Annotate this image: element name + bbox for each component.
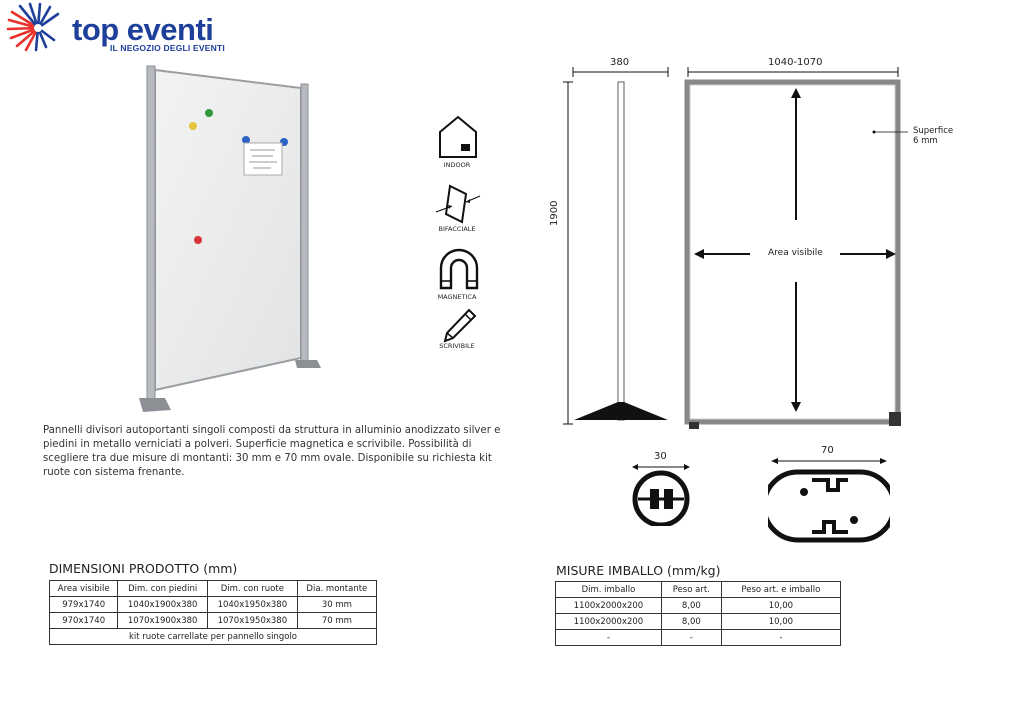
table-cell: 979x1740 — [48, 596, 119, 613]
table-header-cell: Dim. con ruote — [207, 580, 298, 597]
visible-area-label: Area visibile — [768, 248, 823, 258]
product-photo — [139, 65, 321, 412]
packaging-table-title: MISURE IMBALLO (mm/kg) — [556, 563, 721, 578]
table-cell: 1100x2000x200 — [555, 597, 662, 614]
table-header-cell: Dim. imballo — [555, 581, 662, 598]
product-table-title: DIMENSIONI PRODOTTO (mm) — [49, 561, 238, 576]
brand-logo-mark — [6, 2, 60, 52]
height-dimension: 1900 — [549, 200, 560, 226]
table-cell: 10,00 — [720, 613, 842, 630]
table-header-row: Dim. imballo Peso art. Peso art. e imbal… — [555, 581, 842, 598]
table-row: 979x1740 1040x1900x380 1040x1950x380 30 … — [48, 596, 378, 613]
table-header-cell: Peso art. e imballo — [720, 581, 842, 598]
blue-magnet — [242, 136, 250, 144]
table-cell: 10,00 — [720, 597, 842, 614]
table-cell: 1040x1950x380 — [207, 596, 298, 613]
table-cell: - — [720, 629, 842, 646]
table-header-cell: Dim. con piedini — [117, 580, 209, 597]
product-description: Pannelli divisori autoportanti singoli c… — [43, 425, 501, 478]
table-cell: 1100x2000x200 — [555, 613, 662, 630]
depth-dimension: 380 — [610, 57, 630, 68]
brand-tagline: IL NEGOZIO DEGLI EVENTI — [110, 43, 225, 53]
table-header-row: Area visibile Dim. con piedini Dim. con … — [48, 580, 378, 597]
icon-label-indoor: INDOOR — [443, 161, 471, 169]
width-dimension: 1040-1070 — [768, 57, 823, 68]
table-cell: 970x1740 — [48, 612, 119, 629]
table-cell: 8,00 — [660, 613, 722, 630]
table-row: - - - — [555, 629, 842, 646]
table-header-cell: Peso art. — [660, 581, 722, 598]
pencil-icon — [443, 308, 477, 343]
table-footer-cell: kit ruote carrellate per pannello singol… — [49, 628, 377, 645]
table-header-cell: Area visibile — [48, 580, 119, 597]
magnet-icon — [439, 248, 479, 290]
green-magnet — [205, 109, 213, 117]
profile-30-label: 30 — [654, 451, 667, 462]
table-header-cell: Dia. montante — [296, 580, 378, 597]
icon-label-writable: SCRIVIBILE — [439, 342, 475, 350]
icon-label-double-sided: BIFACCIALE — [438, 225, 476, 233]
profile-30mm-section — [632, 464, 690, 526]
table-cell: 30 mm — [296, 596, 378, 613]
table-cell: 8,00 — [660, 597, 722, 614]
icon-label-magnetic: MAGNETICA — [437, 293, 477, 301]
double-sided-icon — [435, 184, 481, 224]
brand-name: top eventi — [72, 12, 214, 47]
surface-label: Superfice — [913, 126, 954, 136]
table-row: 1100x2000x200 8,00 10,00 — [555, 613, 842, 630]
table-footer-row: kit ruote carrellate per pannello singol… — [49, 628, 377, 645]
red-magnet — [194, 236, 202, 244]
table-cell: 1040x1900x380 — [117, 596, 209, 613]
surface-value: 6 mm — [913, 136, 938, 146]
table-cell: 1070x1950x380 — [207, 612, 298, 629]
packaging-table: Dim. imballo Peso art. Peso art. e imbal… — [555, 581, 842, 646]
house-icon — [439, 115, 477, 158]
profile-70-label: 70 — [821, 445, 834, 456]
table-cell: - — [660, 629, 722, 646]
profile-70mm-section — [768, 458, 890, 543]
table-row: 1100x2000x200 8,00 10,00 — [555, 597, 842, 614]
table-cell: 1070x1900x380 — [117, 612, 209, 629]
table-row: 970x1740 1070x1900x380 1070x1950x380 70 … — [48, 612, 378, 629]
table-cell: - — [555, 629, 662, 646]
table-cell: 70 mm — [296, 612, 378, 629]
yellow-magnet — [189, 122, 197, 130]
product-dimensions-table: Area visibile Dim. con piedini Dim. con … — [48, 580, 378, 645]
technical-drawing — [563, 67, 908, 429]
